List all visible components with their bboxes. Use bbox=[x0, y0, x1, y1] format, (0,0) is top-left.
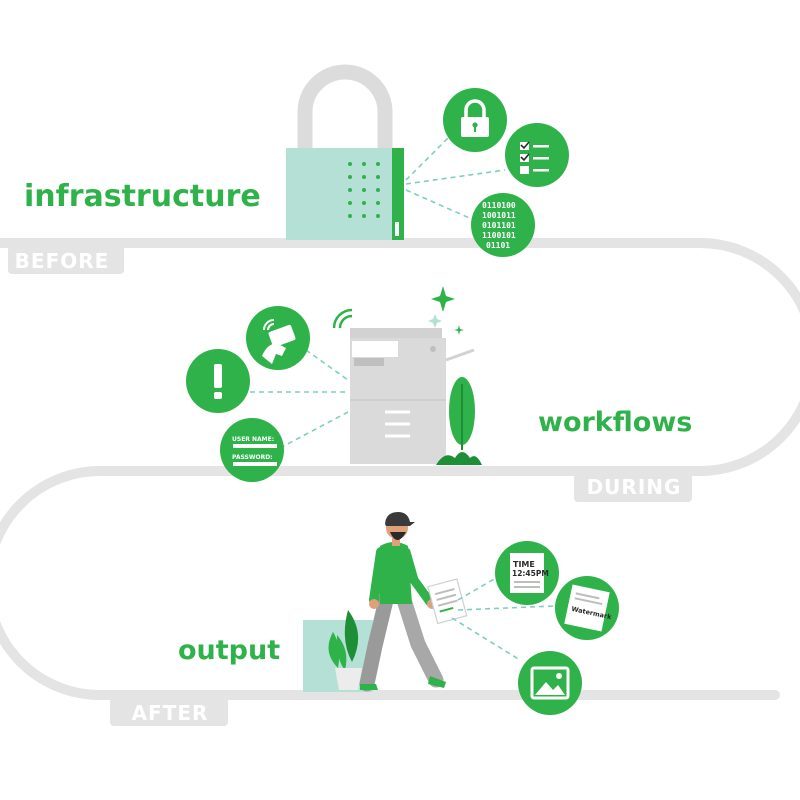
padlock-dots bbox=[348, 162, 380, 218]
svg-text:0110100: 0110100 bbox=[482, 201, 516, 210]
before-connectors bbox=[405, 137, 506, 221]
card-swipe-icon bbox=[246, 306, 310, 370]
sparkle-icons bbox=[428, 286, 464, 335]
password-label: PASSWORD: bbox=[232, 454, 273, 461]
after-connectors bbox=[451, 577, 555, 661]
binary-data-icon: 0110100 1001011 0101101 1100101 01101 bbox=[471, 193, 535, 257]
watermark-doc-icon: Watermark bbox=[555, 576, 619, 640]
timestamp-doc-icon: TIME 12:45PM bbox=[495, 541, 559, 605]
timestamp-line1: TIME bbox=[513, 560, 535, 569]
timestamp-line2: 12:45PM bbox=[512, 569, 549, 578]
heading-output: output bbox=[178, 635, 280, 666]
heading-infrastructure: infrastructure bbox=[24, 179, 261, 214]
during-label: DURING bbox=[587, 475, 682, 499]
during-connectors bbox=[250, 349, 349, 449]
plant-illustration-printer bbox=[436, 377, 482, 465]
username-label: USER NAME: bbox=[232, 436, 274, 443]
after-label: AFTER bbox=[132, 701, 209, 725]
svg-text:1001011: 1001011 bbox=[482, 211, 516, 220]
big-padlock-illustration bbox=[286, 64, 404, 240]
login-form-icon: USER NAME: PASSWORD: bbox=[220, 418, 284, 482]
image-icon bbox=[518, 651, 582, 715]
binary-digits: 0110100 1001011 0101101 1100101 01101 bbox=[482, 201, 516, 250]
printer-illustration bbox=[332, 308, 475, 464]
printer-trays bbox=[385, 410, 410, 438]
alert-icon bbox=[186, 349, 250, 413]
stage-tab-after: AFTER bbox=[110, 698, 228, 726]
walking-person-illustration bbox=[359, 512, 468, 692]
before-label: BEFORE bbox=[15, 249, 110, 273]
stage-tab-before: BEFORE bbox=[8, 246, 124, 274]
heading-workflows: workflows bbox=[538, 407, 692, 438]
stage-tab-during: DURING bbox=[574, 474, 692, 502]
svg-text:1100101: 1100101 bbox=[482, 231, 516, 240]
plant-illustration-output bbox=[303, 610, 373, 692]
svg-text:01101: 01101 bbox=[486, 241, 510, 250]
checklist-icon bbox=[505, 123, 569, 187]
held-document bbox=[427, 578, 468, 625]
lock-icon bbox=[443, 88, 507, 152]
svg-text:0101101: 0101101 bbox=[482, 221, 516, 230]
journey-path bbox=[0, 238, 800, 700]
